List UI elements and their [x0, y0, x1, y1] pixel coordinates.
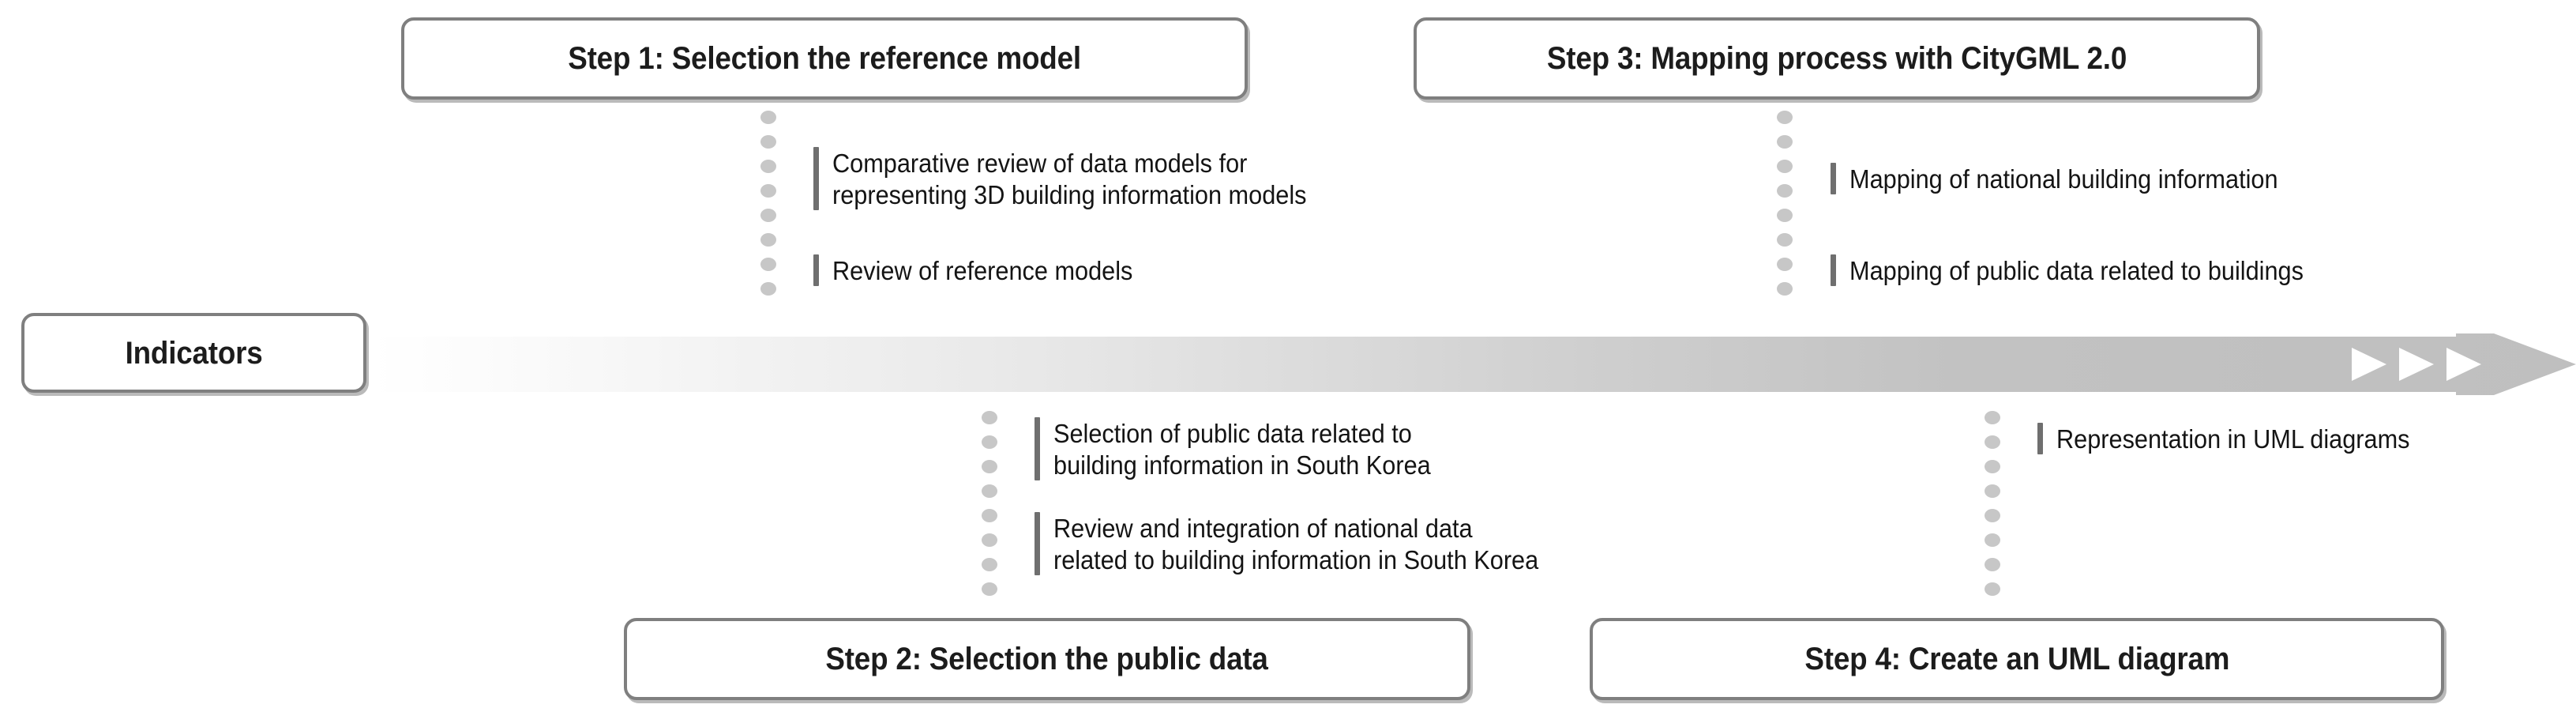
connector-dot: [1985, 411, 2000, 424]
connector-dot: [982, 533, 997, 547]
connector-dot: [760, 160, 776, 173]
step-box-step2[interactable]: Step 2: Selection the public data: [624, 618, 1470, 700]
bullet-item: Representation in UML diagrams: [2037, 423, 2559, 455]
connector-dot: [760, 282, 776, 296]
connector-dots-step4: [1985, 411, 2000, 615]
bullet-tick-icon: [2037, 423, 2043, 454]
bullet-tick-icon: [1831, 254, 1836, 286]
bullet-item: Review of reference models: [813, 254, 1508, 287]
bullet-item: Comparative review of data models for re…: [813, 147, 1508, 211]
connector-dot: [760, 184, 776, 198]
indicators-label: Indicators: [125, 335, 263, 371]
connector-dot: [1777, 135, 1793, 149]
connector-dot: [982, 509, 997, 522]
connector-dot: [982, 435, 997, 449]
indicators-box[interactable]: Indicators: [21, 313, 366, 393]
connector-dot: [1777, 209, 1793, 222]
step-box-step1[interactable]: Step 1: Selection the reference model: [401, 17, 1248, 100]
connector-dot: [982, 484, 997, 498]
bullet-tick-icon: [813, 147, 819, 210]
bullet-item: Review and integration of national data …: [1035, 512, 1777, 576]
bullet-text: Representation in UML diagrams: [2056, 424, 2410, 454]
step-label-step1: Step 1: Selection the reference model: [568, 41, 1081, 76]
connector-dot: [1985, 484, 2000, 498]
bullet-text: Selection of public data related to buil…: [1053, 419, 1431, 480]
connector-dot: [760, 258, 776, 271]
step-label-step2: Step 2: Selection the public data: [825, 642, 1269, 676]
connector-dot: [1985, 533, 2000, 547]
bullet-tick-icon: [1035, 512, 1040, 575]
bullet-tick-icon: [1035, 417, 1040, 480]
connector-dot: [760, 135, 776, 149]
connector-dot: [982, 582, 997, 596]
bullet-item: Mapping of national building information: [1831, 163, 2541, 195]
connector-dot: [1777, 160, 1793, 173]
connector-dot: [760, 111, 776, 124]
connector-dots-step3: [1777, 111, 1793, 315]
connector-dot: [1777, 282, 1793, 296]
bullet-text: Review and integration of national data …: [1053, 514, 1539, 574]
bullet-item: Selection of public data related to buil…: [1035, 417, 1745, 481]
connector-dot: [760, 233, 776, 247]
bullet-text: Review of reference models: [832, 256, 1133, 285]
connector-dot: [1777, 111, 1793, 124]
connector-dot: [1985, 435, 2000, 449]
step-box-step4[interactable]: Step 4: Create an UML diagram: [1590, 618, 2444, 700]
step-box-step3[interactable]: Step 3: Mapping process with CityGML 2.0: [1414, 17, 2260, 100]
connector-dot: [760, 209, 776, 222]
connector-dots-step2: [982, 411, 997, 615]
connector-dot: [982, 460, 997, 473]
bullet-text: Comparative review of data models for re…: [832, 149, 1307, 209]
connector-dot: [1985, 582, 2000, 596]
connector-dot: [982, 558, 997, 571]
connector-dots-step1: [760, 111, 776, 315]
bullet-text: Mapping of national building information: [1849, 164, 2278, 194]
connector-dot: [982, 411, 997, 424]
connector-dot: [1777, 233, 1793, 247]
bullet-tick-icon: [813, 254, 819, 286]
connector-dot: [1985, 509, 2000, 522]
connector-dot: [1985, 558, 2000, 571]
bullet-tick-icon: [1831, 163, 1836, 194]
step-label-step4: Step 4: Create an UML diagram: [1804, 642, 2229, 676]
bullet-text: Mapping of public data related to buildi…: [1849, 256, 2304, 285]
connector-dot: [1985, 460, 2000, 473]
indicators-timeline-arrow: [371, 333, 2576, 395]
arrow-chevrons: [2352, 348, 2481, 381]
connector-dot: [1777, 184, 1793, 198]
connector-dot: [1777, 258, 1793, 271]
step-label-step3: Step 3: Mapping process with CityGML 2.0: [1546, 41, 2127, 76]
bullet-item: Mapping of public data related to buildi…: [1831, 254, 2541, 287]
